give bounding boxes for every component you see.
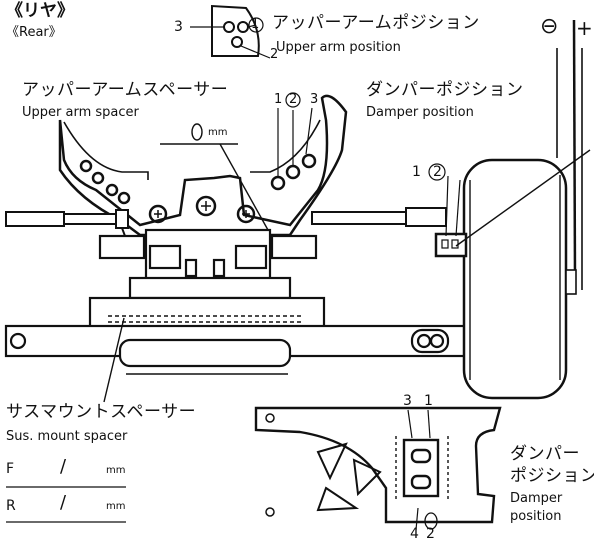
damper-position-3: 3 bbox=[310, 92, 319, 107]
rear-spacer-slash: / bbox=[60, 492, 67, 513]
sus-mount-spacer-label-en: Sus. mount spacer bbox=[6, 429, 128, 444]
lower-arm-position-1: 1 bbox=[424, 393, 433, 409]
damper-position-2: 2 bbox=[289, 92, 298, 107]
front-spacer-slash: / bbox=[60, 456, 67, 477]
camber-plus: + bbox=[576, 16, 593, 40]
title-en: 《Rear》 bbox=[6, 25, 62, 40]
upper-arm-position-2: 2 bbox=[270, 47, 279, 62]
damper-position-label-jp: ダンパーポジション bbox=[366, 80, 524, 100]
upper-arm-position-label-en: Upper arm position bbox=[276, 40, 401, 55]
upper-arm-spacer-label-jp: アッパーアームスペーサー bbox=[22, 80, 229, 100]
damper-position-bottom-en-2: position bbox=[510, 509, 562, 524]
upper-arm-spacer-mark bbox=[160, 123, 269, 231]
damper-position-bottom-en-1: Damper bbox=[510, 491, 563, 506]
lower-arm-drawing bbox=[254, 406, 502, 531]
upper-arm-spacer-label-en: Upper arm spacer bbox=[22, 105, 139, 120]
camber-minus: ⊖ bbox=[540, 14, 559, 39]
front-spacer-unit: mm bbox=[106, 465, 126, 476]
lower-arm-position-3: 3 bbox=[403, 393, 412, 409]
wheel-damper-2: 2 bbox=[433, 164, 442, 180]
rear-spacer-unit: mm bbox=[106, 501, 126, 512]
lower-arm-position-2: 2 bbox=[426, 526, 435, 542]
damper-position-1: 1 bbox=[274, 92, 283, 107]
wheel-damper-1: 1 bbox=[412, 164, 421, 180]
upper-arm-spacer-unit: mm bbox=[208, 127, 228, 138]
upper-arm-spacer-value: 0 bbox=[192, 124, 193, 125]
title-jp: 《リヤ》 bbox=[6, 1, 74, 21]
upper-arm-position-label-jp: アッパーアームポジション bbox=[272, 13, 480, 33]
lower-arm-position-4: 4 bbox=[410, 526, 419, 542]
damper-position-bottom-jp-2: ポジション bbox=[510, 466, 594, 486]
upper-arm-position-bracket bbox=[190, 4, 271, 59]
damper-position-label-en: Damper position bbox=[366, 105, 474, 120]
upper-links bbox=[5, 207, 447, 245]
rear-spacer-letter: R bbox=[6, 498, 16, 514]
rear-wheel bbox=[434, 149, 591, 400]
upper-arm-position-3: 3 bbox=[174, 19, 183, 35]
upper-arm-position-1: 1 bbox=[251, 17, 260, 32]
damper-position-bottom-jp-1: ダンパー bbox=[510, 444, 580, 464]
center-hub bbox=[88, 228, 326, 338]
sus-mount-spacer-label-jp: サスマウントスペーサー bbox=[6, 402, 197, 422]
front-spacer-letter: F bbox=[6, 461, 15, 477]
